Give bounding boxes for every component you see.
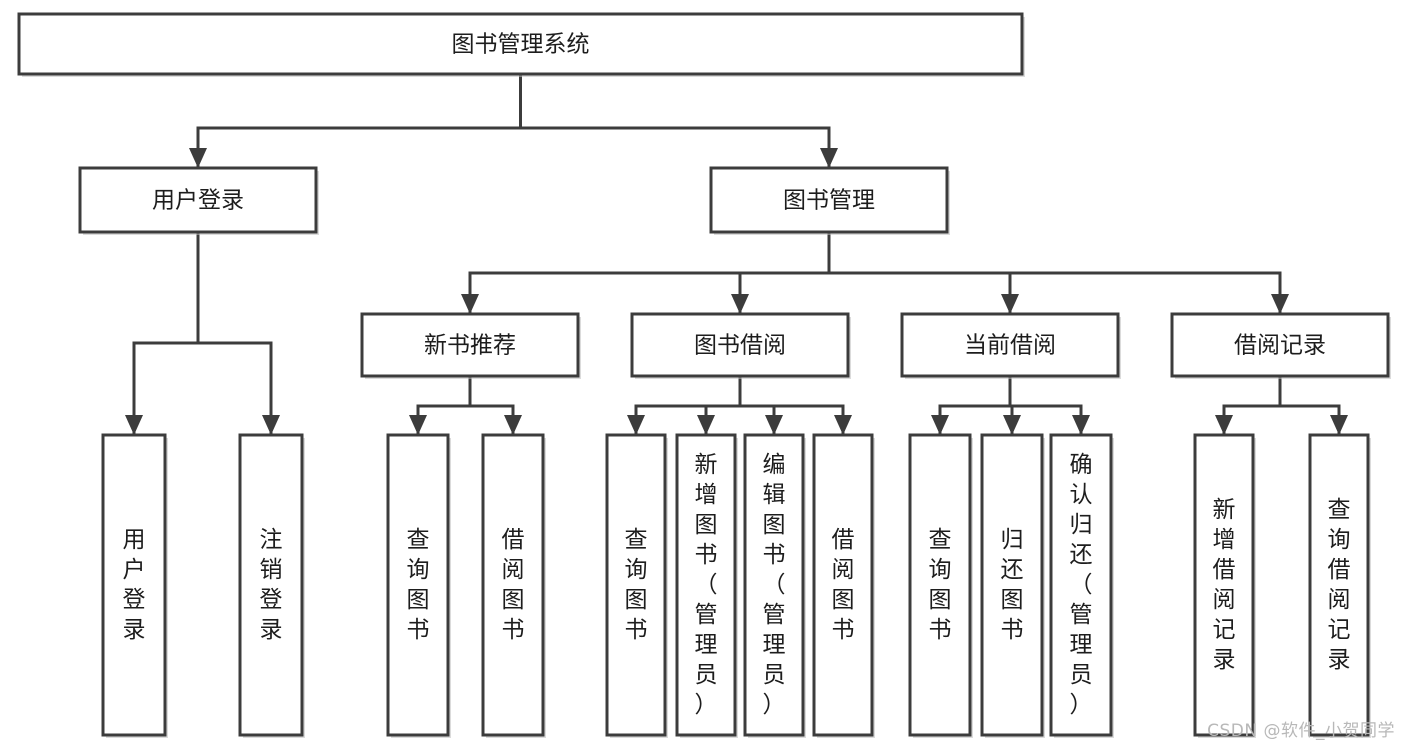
arrow-head-icon: [1003, 415, 1021, 435]
node-label: 确认归还（管理员）: [1070, 452, 1093, 718]
node-leaf-cur-return-book[interactable]: 归还图书: [980, 433, 1045, 738]
arrow-head-icon: [765, 415, 783, 435]
arrow-head-icon: [1072, 415, 1090, 435]
node-root[interactable]: 图书管理系统: [17, 12, 1025, 77]
arrow-head-icon: [820, 148, 838, 168]
node-label: 查询图书: [625, 527, 648, 643]
node-label: 查询图书: [407, 527, 430, 643]
connector-group: [132, 230, 273, 437]
node-border: [605, 433, 667, 737]
node-label: 归还图书: [1001, 527, 1024, 643]
node-border: [481, 433, 545, 737]
node-current-borrow[interactable]: 当前借阅: [900, 312, 1121, 379]
node-border: [17, 12, 1024, 76]
node-book-manage[interactable]: 图书管理: [709, 166, 950, 235]
node-leaf-user-logout[interactable]: 注销登录: [238, 433, 305, 738]
node-border: [743, 433, 805, 737]
arrow-head-icon: [189, 148, 207, 168]
node-leaf-borrow-add-book[interactable]: 新增图书（管理员）: [675, 433, 738, 738]
node-label: 用户登录: [152, 188, 244, 214]
arrow-head-icon: [461, 294, 479, 314]
node-book-borrow[interactable]: 图书借阅: [630, 312, 851, 379]
node-border: [360, 312, 580, 378]
node-label: 查询图书: [929, 527, 952, 643]
node-label: 图书管理系统: [452, 32, 590, 58]
arrow-head-icon: [627, 415, 645, 435]
arrow-head-icon: [504, 415, 522, 435]
node-border: [709, 166, 949, 234]
node-border: [1308, 433, 1370, 737]
node-leaf-rec-query-record[interactable]: 查询借阅记录: [1308, 433, 1371, 738]
node-label: 新增图书（管理员）: [695, 452, 718, 718]
node-label: 借阅图书: [832, 527, 855, 643]
nodes-layer: 图书管理系统用户登录图书管理新书推荐图书借阅当前借阅借阅记录用户登录注销登录查询…: [17, 12, 1391, 738]
node-border: [980, 433, 1044, 737]
connector-group: [196, 72, 831, 170]
node-leaf-cur-query-book[interactable]: 查询图书: [908, 433, 973, 738]
node-border: [900, 312, 1120, 378]
node-label: 图书借阅: [694, 333, 786, 359]
node-border: [812, 433, 874, 737]
node-border: [1193, 433, 1255, 737]
connector-group: [1222, 374, 1341, 437]
arrow-head-icon: [1001, 294, 1019, 314]
node-border: [101, 433, 167, 737]
node-border: [78, 166, 318, 234]
node-label: 借阅记录: [1234, 333, 1326, 359]
node-leaf-cur-confirm-return[interactable]: 确认归还（管理员）: [1049, 433, 1114, 738]
arrow-head-icon: [1215, 415, 1233, 435]
node-border: [1170, 312, 1390, 378]
arrow-head-icon: [731, 294, 749, 314]
arrow-head-icon: [1271, 294, 1289, 314]
connector-group: [468, 230, 1282, 316]
node-leaf-borrow-query-book[interactable]: 查询图书: [605, 433, 668, 738]
node-leaf-borrow-borrow-book[interactable]: 借阅图书: [812, 433, 875, 738]
node-user-login[interactable]: 用户登录: [78, 166, 319, 235]
node-new-book-recommend[interactable]: 新书推荐: [360, 312, 581, 379]
node-label: 编辑图书（管理员）: [763, 452, 786, 718]
node-border: [630, 312, 850, 378]
node-leaf-rec-add-record[interactable]: 新增借阅记录: [1193, 433, 1256, 738]
node-label: 注销登录: [260, 527, 283, 643]
connectors-layer: [125, 72, 1348, 437]
arrow-head-icon: [262, 415, 280, 435]
arrow-head-icon: [697, 415, 715, 435]
arrow-head-icon: [409, 415, 427, 435]
node-border: [908, 433, 972, 737]
node-border: [238, 433, 304, 737]
arrow-head-icon: [1330, 415, 1348, 435]
node-label: 借阅图书: [502, 527, 525, 643]
node-label: 新书推荐: [424, 333, 516, 359]
node-border: [386, 433, 450, 737]
node-label: 图书管理: [783, 188, 875, 214]
node-border: [675, 433, 737, 737]
connector-group: [634, 374, 845, 437]
arrow-head-icon: [125, 415, 143, 435]
node-borrow-record[interactable]: 借阅记录: [1170, 312, 1391, 379]
node-label: 用户登录: [123, 527, 146, 643]
node-label: 当前借阅: [964, 333, 1056, 359]
csdn-watermark: CSDN @软件_小贺同学: [1207, 721, 1395, 741]
connector-group: [416, 374, 515, 437]
node-label: 查询借阅记录: [1328, 497, 1351, 673]
node-leaf-user-login[interactable]: 用户登录: [101, 433, 168, 738]
node-leaf-borrow-edit-book[interactable]: 编辑图书（管理员）: [743, 433, 806, 738]
arrow-head-icon: [834, 415, 852, 435]
node-leaf-rec-query-book[interactable]: 查询图书: [386, 433, 451, 738]
node-label: 新增借阅记录: [1213, 497, 1236, 673]
arrow-head-icon: [931, 415, 949, 435]
node-leaf-rec-borrow-book[interactable]: 借阅图书: [481, 433, 546, 738]
node-border: [1049, 433, 1113, 737]
